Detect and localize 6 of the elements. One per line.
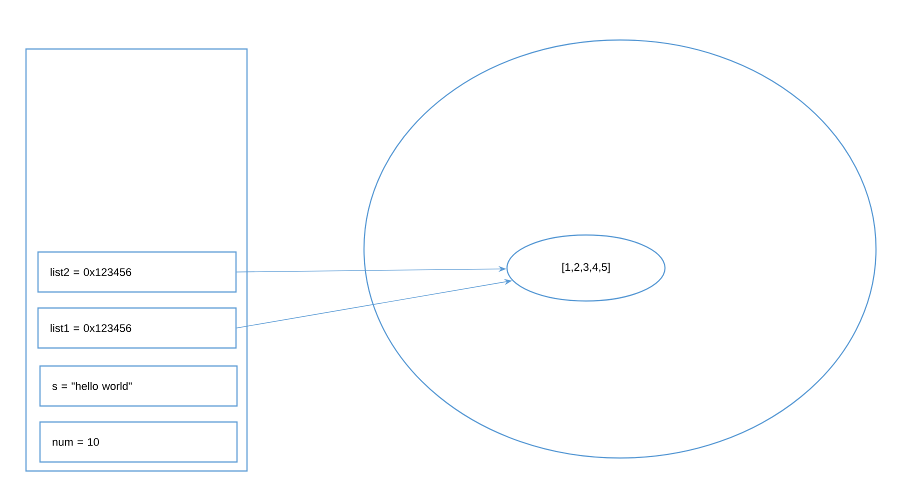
variable-box: list1 = 0x123456 xyxy=(37,307,237,349)
variable-box: num = 10 xyxy=(39,421,238,463)
ellipse xyxy=(363,39,877,459)
variable-box: s = "hello world" xyxy=(39,365,238,407)
variable-box: list2 = 0x123456 xyxy=(37,251,237,293)
frame-box xyxy=(25,48,248,472)
